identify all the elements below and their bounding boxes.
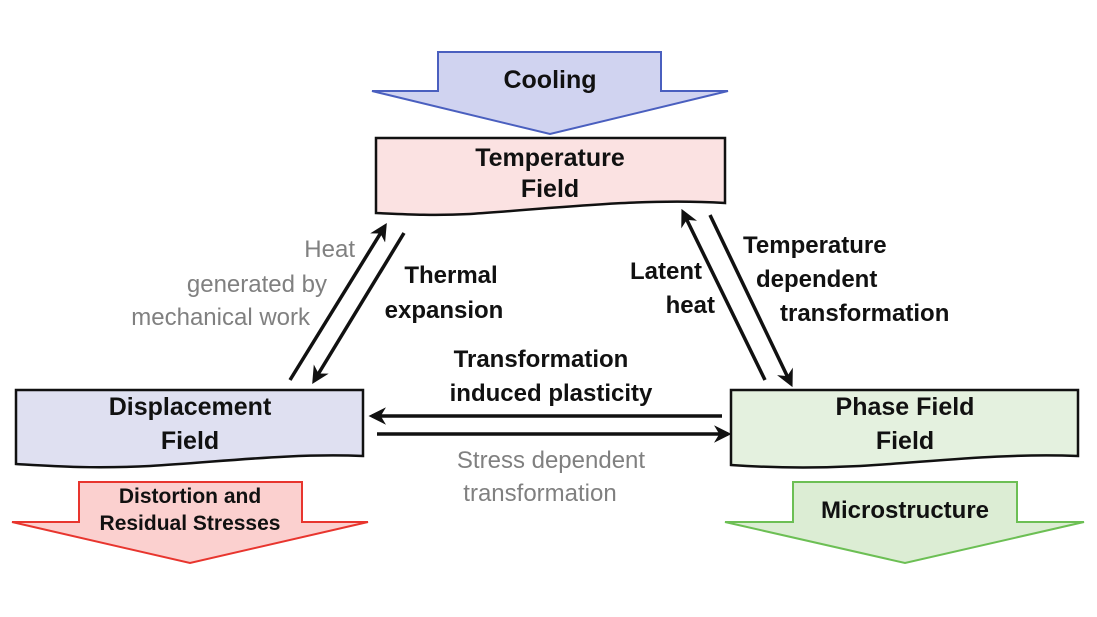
latent-heat-line1: Latent — [630, 258, 702, 285]
temp-dep-transformation-line3: transformation — [780, 300, 949, 327]
trip-line2: induced plasticity — [450, 380, 653, 407]
phase-field-box: Phase Field Field — [729, 388, 1080, 469]
phase-field-label-line2: Field — [876, 427, 934, 455]
temperature-field-box: Temperature Field — [374, 136, 727, 217]
stress-dep-transformation-label: Stress dependent transformation — [457, 447, 645, 507]
temperature-field-label-line2: Field — [521, 175, 579, 203]
temp-dep-transformation-line2: dependent — [756, 266, 877, 293]
distortion-output-arrow: Distortion and Residual Stresses — [11, 481, 369, 565]
heat-mech-work-line3: mechanical work — [131, 304, 311, 331]
stress-dep-transformation-line2: transformation — [463, 480, 616, 507]
stress-dep-transformation-line1: Stress dependent — [457, 447, 645, 474]
cooling-input-arrow: Cooling — [371, 51, 729, 136]
heat-mech-work-line1: Heat — [304, 236, 355, 263]
heat-arrow-up — [288, 223, 387, 381]
microstructure-label: Microstructure — [821, 497, 989, 524]
thermal-expansion-line2: expansion — [385, 297, 504, 324]
trip-line1: Transformation — [454, 346, 629, 373]
heat-mech-work-label: Heat generated by mechanical work — [131, 236, 355, 331]
latent-heat-label: Latent heat — [630, 258, 715, 319]
microstructure-output-arrow: Microstructure — [724, 481, 1085, 565]
distortion-label-line1: Distortion and — [119, 485, 261, 508]
latent-heat-arrow-up — [681, 208, 767, 381]
temperature-field-label-line1: Temperature — [475, 144, 625, 172]
temp-dep-transformation-line1: Temperature — [743, 232, 887, 259]
heat-mech-work-line2: generated by — [187, 271, 327, 298]
displacement-field-box: Displacement Field — [14, 388, 365, 469]
thermal-expansion-arrow-down — [312, 232, 406, 384]
displacement-field-label-line2: Field — [161, 427, 219, 455]
thermal-expansion-label: Thermal expansion — [385, 262, 504, 324]
trip-label: Transformation induced plasticity — [450, 346, 653, 407]
cooling-label: Cooling — [503, 66, 596, 94]
distortion-label-line2: Residual Stresses — [100, 512, 281, 535]
thermal-expansion-line1: Thermal — [404, 262, 497, 289]
temp-dep-transformation-arrow-down — [708, 214, 793, 388]
temp-dep-transformation-label: Temperature dependent transformation — [743, 232, 949, 327]
phase-field-label-line1: Phase Field — [836, 393, 975, 421]
latent-heat-line2: heat — [666, 292, 715, 319]
displacement-field-label-line1: Displacement — [109, 393, 272, 421]
